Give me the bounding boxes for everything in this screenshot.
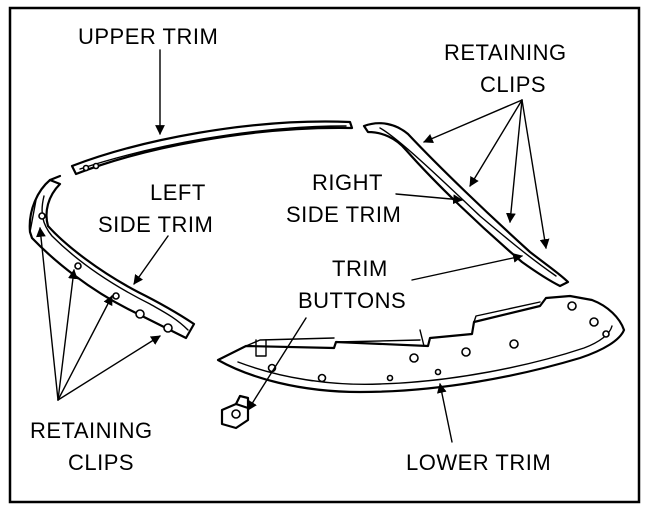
label-trim-buttons-line1: TRIM [332,256,388,281]
label-retaining-clips-bottom-line1: RETAINING [30,418,153,443]
label-upper-trim: UPPER TRIM [78,24,218,49]
label-trim-buttons-line2: BUTTONS [298,288,406,313]
upper-trim-part [70,120,354,176]
label-retaining-clips-bottom-line2: CLIPS [68,450,134,475]
label-retaining-clips-top-line1: RETAINING [444,40,567,65]
frame-border [8,6,641,504]
right-side-trim-part [362,122,570,288]
label-retaining-clips-top-line2: CLIPS [480,72,546,97]
leader-lines [36,49,550,443]
trim-button-part [220,394,250,430]
label-right-side-trim-line1: RIGHT [312,170,383,195]
label-left-side-trim-line2: SIDE TRIM [98,212,213,237]
lower-trim-part [216,294,626,394]
left-side-trim-part [28,174,196,340]
label-left-side-trim-line1: LEFT [150,180,206,205]
label-lower-trim: LOWER TRIM [406,450,551,475]
label-right-side-trim-line2: SIDE TRIM [286,202,401,227]
